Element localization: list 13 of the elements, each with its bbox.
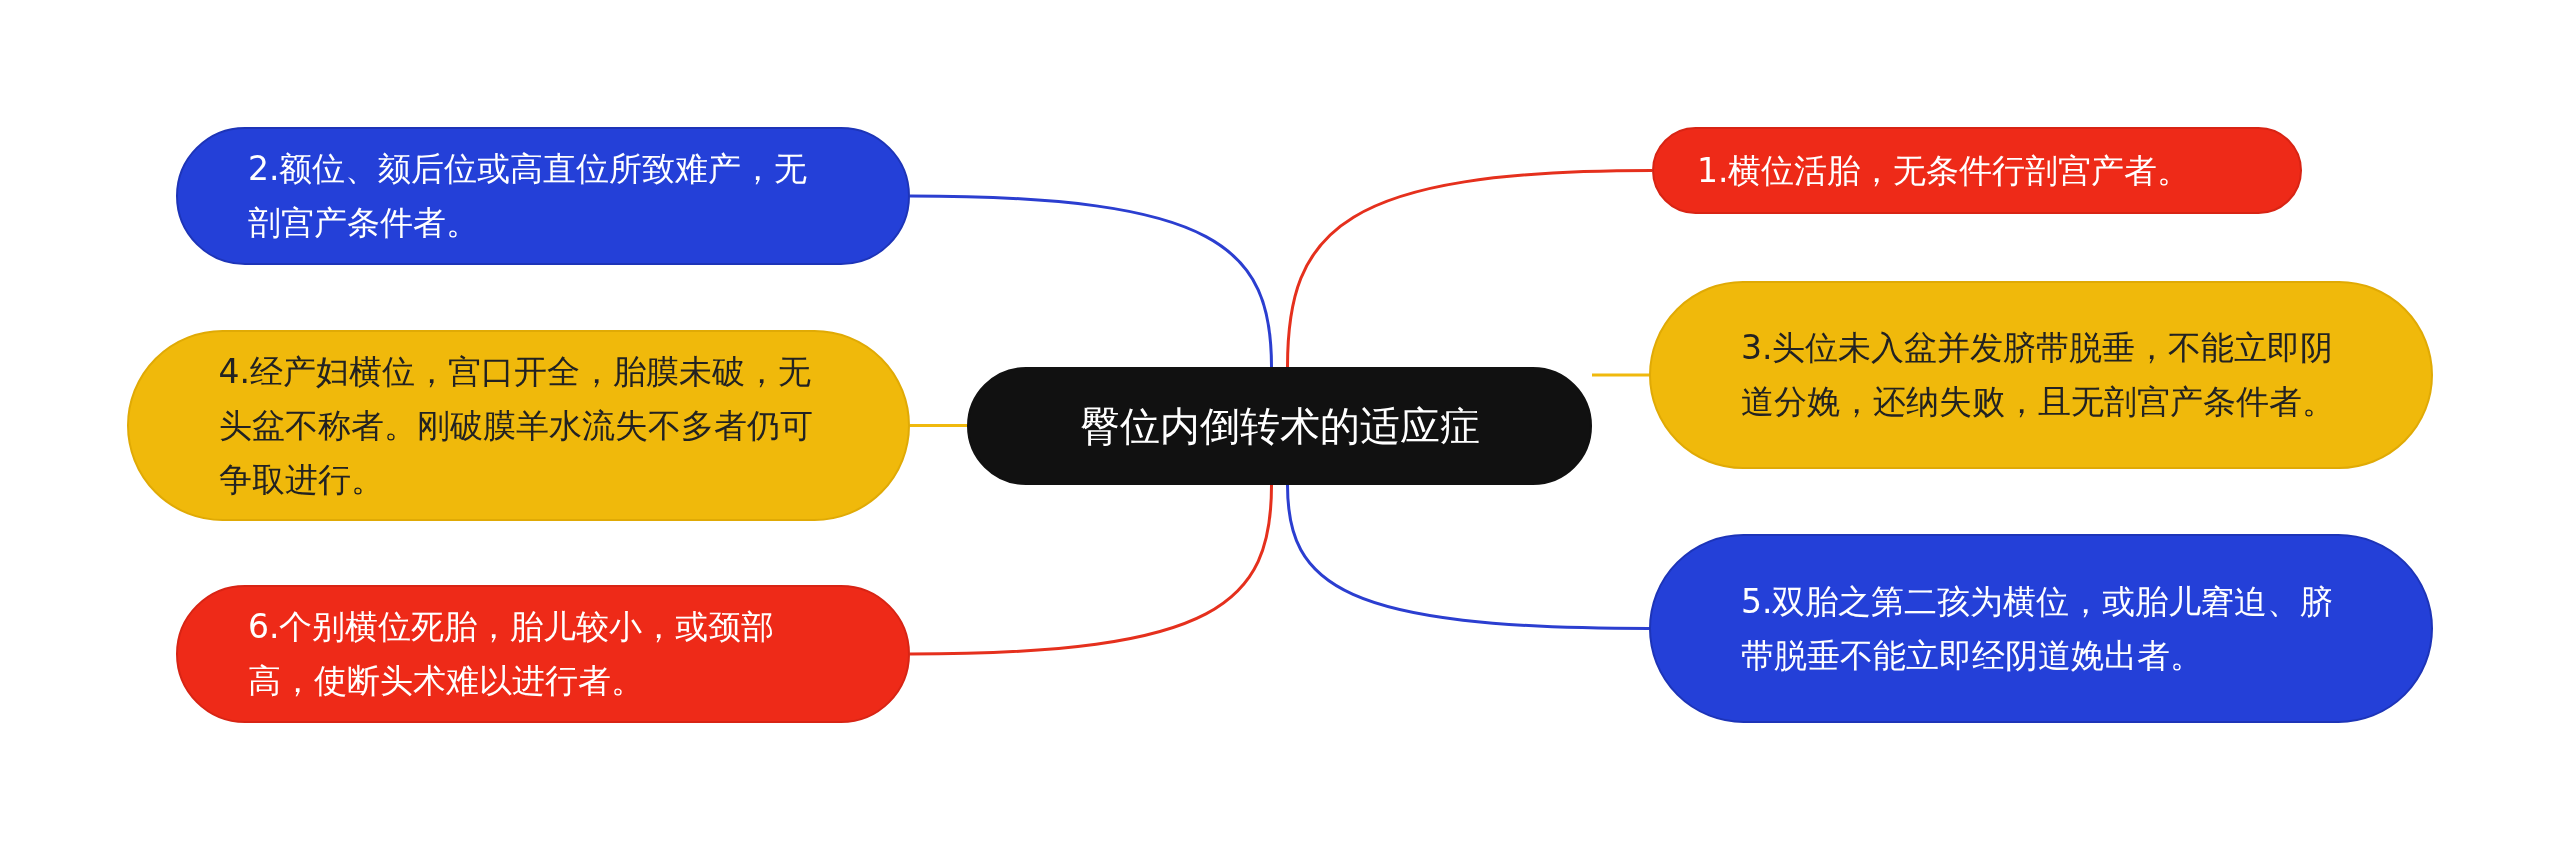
topic-title: 臀位内倒转术的适应症 (1078, 402, 1481, 451)
topic-text: 4.经产妇横位，宫口开全，胎膜未破，无头盆不称者。刚破膜羊水流失不多者仍可争取进行。 (218, 350, 814, 501)
connector-line (1286, 169, 1653, 368)
topic-text: 2.额位、颏后位或高直位所致难产，无剖宫产条件者。 (248, 148, 809, 244)
topic-text: 3.头位未入盆并发脐带脱垂，不能立即阴道分娩，还纳失败，且无剖宫产条件者。 (1741, 327, 2336, 423)
connector-line (1592, 373, 1649, 377)
connector-line (910, 424, 967, 427)
topic-text: 6.个别横位死胎，胎儿较小，或颈部高，使断头术难以进行者。 (248, 606, 776, 702)
topic-text: 1.横位活胎，无条件行剖宫产者。 (1697, 149, 2192, 192)
connector-line (909, 484, 1273, 656)
connector-line (909, 194, 1273, 368)
connector-line (1286, 484, 1649, 630)
topic-text: 5.双胎之第二孩为横位，或胎儿窘迫、脐带脱垂不能立即经阴道娩出者。 (1741, 580, 2335, 677)
